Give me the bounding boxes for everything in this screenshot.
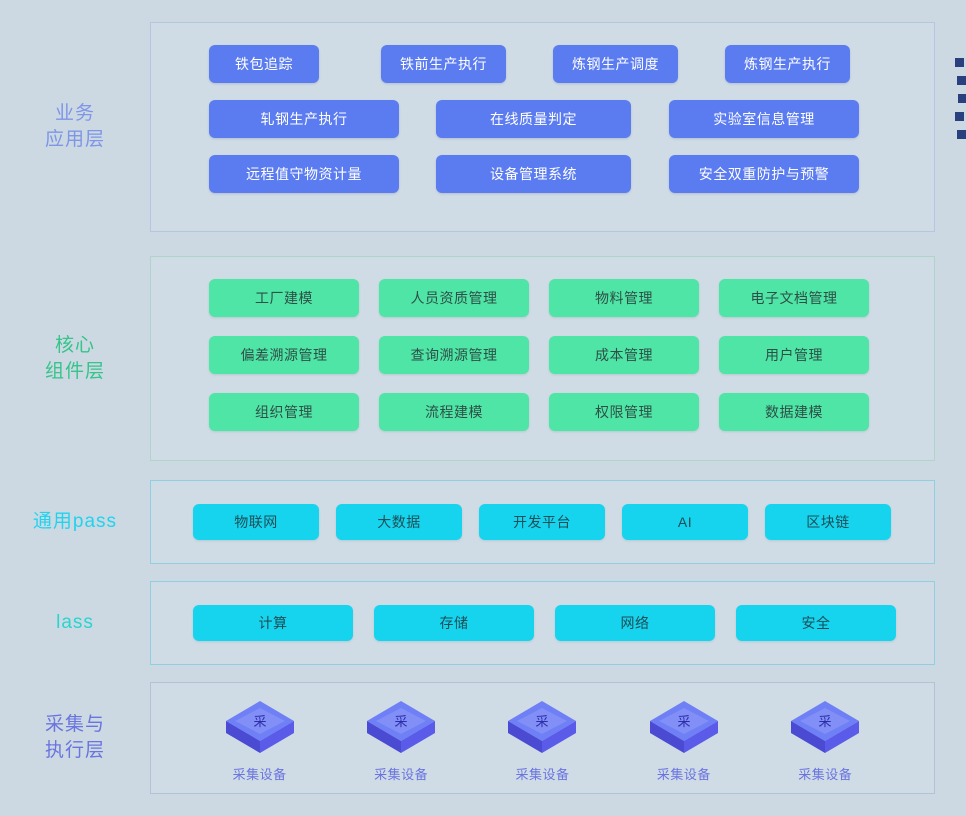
layer-panel-device: 采 采集设备 采 采集设备: [150, 682, 935, 794]
chip-core-cost-management[interactable]: 成本管理: [549, 336, 699, 374]
device-item[interactable]: 采 采集设备: [487, 699, 597, 783]
chip-row: 远程值守物资计量 设备管理系统 安全双重防护与预警: [209, 155, 876, 193]
chip-business-safety-dual-prevention[interactable]: 安全双重防护与预警: [669, 155, 859, 193]
collection-device-icon: 采: [367, 701, 436, 753]
layer-panel-iaas: 计算 存储 网络 安全: [150, 581, 935, 665]
chip-iaas-network[interactable]: 网络: [555, 605, 715, 641]
collection-device-icon: 采: [508, 701, 577, 753]
chip-core-edoc-management[interactable]: 电子文档管理: [719, 279, 869, 317]
device-glyph: 采: [536, 715, 549, 730]
chip-row: 物联网 大数据 开发平台 AI 区块链: [193, 504, 891, 540]
chip-core-personnel-qualification[interactable]: 人员资质管理: [379, 279, 529, 317]
device-caption: 采集设备: [374, 767, 429, 782]
legend-marker[interactable]: [955, 58, 964, 67]
device-item[interactable]: 采 采集设备: [629, 699, 739, 783]
device-glyph: 采: [395, 715, 408, 730]
chip-business-remote-weighing[interactable]: 远程值守物资计量: [209, 155, 399, 193]
legend-marker[interactable]: [958, 94, 966, 103]
chip-pass-iot[interactable]: 物联网: [193, 504, 319, 540]
chip-iaas-compute[interactable]: 计算: [193, 605, 353, 641]
collection-device-icon: 采: [649, 701, 718, 753]
device-caption: 采集设备: [232, 767, 287, 782]
chip-row: 组织管理 流程建模 权限管理 数据建模: [209, 393, 876, 431]
chip-business-lab-information[interactable]: 实验室信息管理: [669, 100, 859, 138]
chip-iaas-security[interactable]: 安全: [736, 605, 896, 641]
chip-row: 工厂建模 人员资质管理 物料管理 电子文档管理: [209, 279, 876, 317]
device-glyph: 采: [253, 715, 266, 730]
chip-business-steelmaking-execution[interactable]: 炼钢生产执行: [725, 45, 850, 83]
legend-marker[interactable]: [957, 130, 966, 139]
chip-core-org-management[interactable]: 组织管理: [209, 393, 359, 431]
device-caption: 采集设备: [798, 767, 853, 782]
chip-pass-bigdata[interactable]: 大数据: [336, 504, 462, 540]
chip-business-ironmaking-execution[interactable]: 铁前生产执行: [381, 45, 506, 83]
chip-row: 计算 存储 网络 安全: [193, 605, 896, 641]
chip-business-equipment-management[interactable]: 设备管理系统: [436, 155, 631, 193]
legend-marker[interactable]: [955, 112, 964, 121]
chip-pass-blockchain[interactable]: 区块链: [765, 504, 891, 540]
edge-legend: [952, 58, 966, 139]
chip-row: 偏差溯源管理 查询溯源管理 成本管理 用户管理: [209, 336, 876, 374]
chip-business-rolling-execution[interactable]: 轧钢生产执行: [209, 100, 399, 138]
chip-core-factory-modeling[interactable]: 工厂建模: [209, 279, 359, 317]
collection-device-icon: 采: [791, 701, 860, 753]
device-glyph: 采: [677, 715, 690, 730]
layer-label-business: 业务 应用层: [44, 103, 105, 150]
layer-row-business: 业务 应用层 铁包追踪 铁前生产执行 炼钢生产调度 炼钢生产执行 轧钢生产执行 …: [0, 22, 935, 232]
chip-iaas-storage[interactable]: 存储: [374, 605, 534, 641]
chip-pass-dev-platform[interactable]: 开发平台: [479, 504, 605, 540]
layer-panel-pass: 物联网 大数据 开发平台 AI 区块链: [150, 480, 935, 564]
chip-core-deviation-tracing[interactable]: 偏差溯源管理: [209, 336, 359, 374]
legend-marker[interactable]: [957, 76, 966, 85]
device-caption: 采集设备: [515, 767, 570, 782]
device-caption: 采集设备: [656, 767, 711, 782]
chip-core-process-modeling[interactable]: 流程建模: [379, 393, 529, 431]
layer-row-device: 采集与 执行层 采 采集设备 采: [0, 682, 935, 794]
device-item[interactable]: 采 采集设备: [205, 699, 315, 783]
layer-row-iaas: lass 计算 存储 网络 安全: [0, 581, 935, 665]
collection-device-icon: 采: [225, 701, 294, 753]
chip-core-query-tracing[interactable]: 查询溯源管理: [379, 336, 529, 374]
chip-core-material-management[interactable]: 物料管理: [549, 279, 699, 317]
layer-row-core: 核心 组件层 工厂建模 人员资质管理 物料管理 电子文档管理 偏差溯源管理 查询…: [0, 256, 935, 461]
chip-business-online-quality[interactable]: 在线质量判定: [436, 100, 631, 138]
device-item[interactable]: 采 采集设备: [346, 699, 456, 783]
device-glyph: 采: [819, 715, 832, 730]
chip-core-data-modeling[interactable]: 数据建模: [719, 393, 869, 431]
chip-core-permission-management[interactable]: 权限管理: [549, 393, 699, 431]
chip-row: 铁包追踪 铁前生产执行 炼钢生产调度 炼钢生产执行: [209, 45, 876, 83]
layer-label-iaas: lass: [56, 612, 94, 633]
layer-panel-business: 铁包追踪 铁前生产执行 炼钢生产调度 炼钢生产执行 轧钢生产执行 在线质量判定 …: [150, 22, 935, 232]
device-item[interactable]: 采 采集设备: [770, 699, 880, 783]
chip-row: 轧钢生产执行 在线质量判定 实验室信息管理: [209, 100, 876, 138]
chip-pass-ai[interactable]: AI: [622, 504, 748, 540]
layer-panel-core: 工厂建模 人员资质管理 物料管理 电子文档管理 偏差溯源管理 查询溯源管理 成本…: [150, 256, 935, 461]
layer-label-core: 核心 组件层: [44, 334, 105, 382]
layer-label-pass: 通用pass: [32, 511, 118, 532]
chip-business-ladle-tracking[interactable]: 铁包追踪: [209, 45, 319, 83]
chip-business-steelmaking-scheduling[interactable]: 炼钢生产调度: [553, 45, 678, 83]
chip-core-user-management[interactable]: 用户管理: [719, 336, 869, 374]
layer-row-pass: 通用pass 物联网 大数据 开发平台 AI 区块链: [0, 480, 935, 564]
layer-label-device: 采集与 执行层: [44, 714, 105, 761]
